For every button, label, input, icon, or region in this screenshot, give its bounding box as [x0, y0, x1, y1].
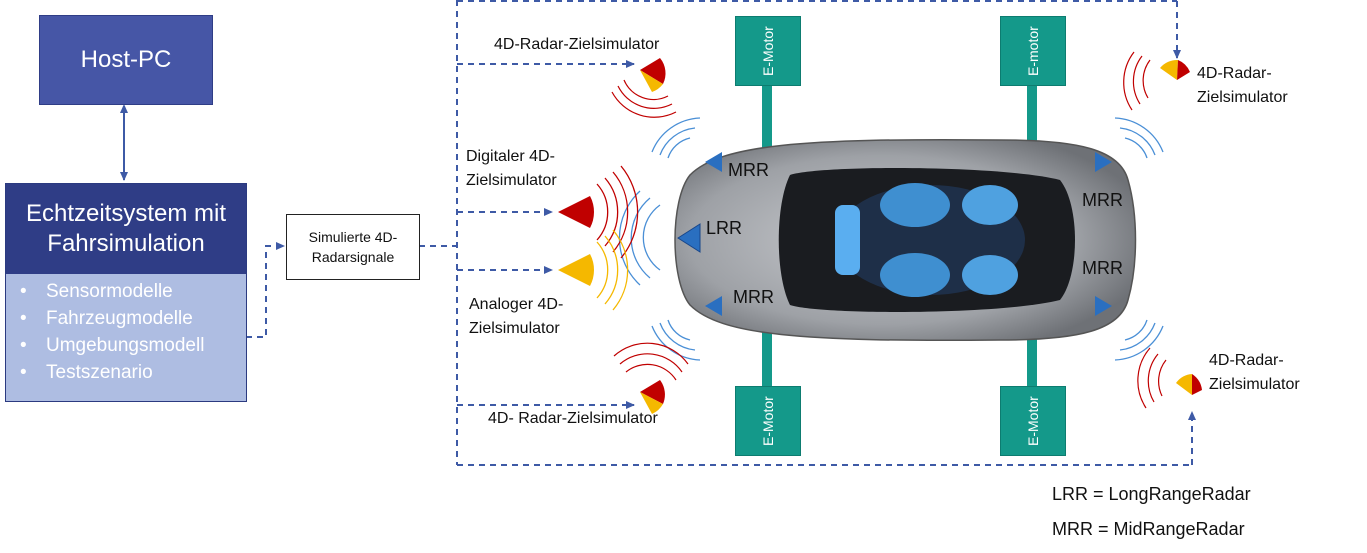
sim-top-left-icon	[611, 58, 677, 118]
sim-bottom-right-icon	[1137, 347, 1202, 409]
sim-bottom-left-label: 4D- Radar-Zielsimulator	[488, 410, 658, 427]
analog-simulator-icon	[558, 229, 629, 311]
realtime-title-line1: Echtzeitsystem mit	[25, 200, 227, 227]
e-motor-rear-bottom: E-Motor	[1000, 386, 1066, 456]
e-motor-front-bottom: E-Motor	[735, 386, 801, 456]
sim-top-left-label: 4D-Radar-Zielsimulator	[494, 36, 660, 53]
mrr-rear-right-sensor	[1095, 296, 1112, 316]
mrr-front-left-tag: MRR	[728, 160, 769, 180]
mrr-front-left-sensor	[705, 152, 722, 172]
digital-simulator-icon	[558, 165, 639, 259]
mrr-rear-left-tag: MRR	[1082, 190, 1123, 210]
realtime-system-modules: •Sensormodelle •Fahrzeugmodelle •Umgebun…	[6, 274, 246, 401]
mrr-rear-left-sensor	[1095, 152, 1112, 172]
analog-simulator-label: Analoger 4D-Zielsimulator	[469, 296, 564, 337]
realtime-to-sim-link	[246, 242, 285, 338]
mrr-rear-right-tag: MRR	[1082, 258, 1123, 278]
mrr-front-right-sensor	[705, 296, 722, 316]
host-pc-label: Host-PC	[80, 46, 172, 73]
realtime-system-title: Echtzeitsystem mit Fahrsimulation	[6, 184, 246, 274]
legend-mrr: MRR = MidRangeRadar	[1052, 519, 1245, 539]
module-item: •Testszenario	[20, 362, 153, 383]
e-motor-rear-top: E-motor	[1000, 16, 1066, 86]
sim-bottom-left-icon	[613, 342, 689, 414]
simulated-signals-line2: Radarsignale	[311, 249, 395, 265]
realtime-title-line2: Fahrsimulation	[47, 230, 205, 257]
lrr-tag: LRR	[706, 218, 743, 238]
legend-lrr: LRR = LongRangeRadar	[1052, 484, 1251, 504]
module-item: •Fahrzeugmodelle	[20, 308, 193, 329]
e-motor-front-top: E-Motor	[735, 16, 801, 86]
host-pc-box: Host-PC	[39, 15, 213, 105]
module-item: •Umgebungsmodell	[20, 335, 205, 356]
mrr-front-right-tag: MRR	[733, 287, 774, 307]
module-item: •Sensormodelle	[20, 281, 173, 302]
sim-bottom-right-label: 4D-Radar-Zielsimulator	[1209, 352, 1300, 393]
sim-top-right-label: 4D-Radar-Zielsimulator	[1197, 65, 1288, 106]
digital-simulator-label: Digitaler 4D-Zielsimulator	[466, 148, 557, 189]
simulated-signals-line1: Simulierte 4D-	[308, 229, 398, 245]
car-top-view	[674, 138, 1137, 342]
sim-top-right-icon	[1123, 51, 1190, 111]
lrr-sensor	[677, 223, 701, 253]
realtime-system-box: Echtzeitsystem mit Fahrsimulation •Senso…	[5, 183, 247, 402]
simulated-signals-box: Simulierte 4D- Radarsignale	[286, 214, 420, 280]
